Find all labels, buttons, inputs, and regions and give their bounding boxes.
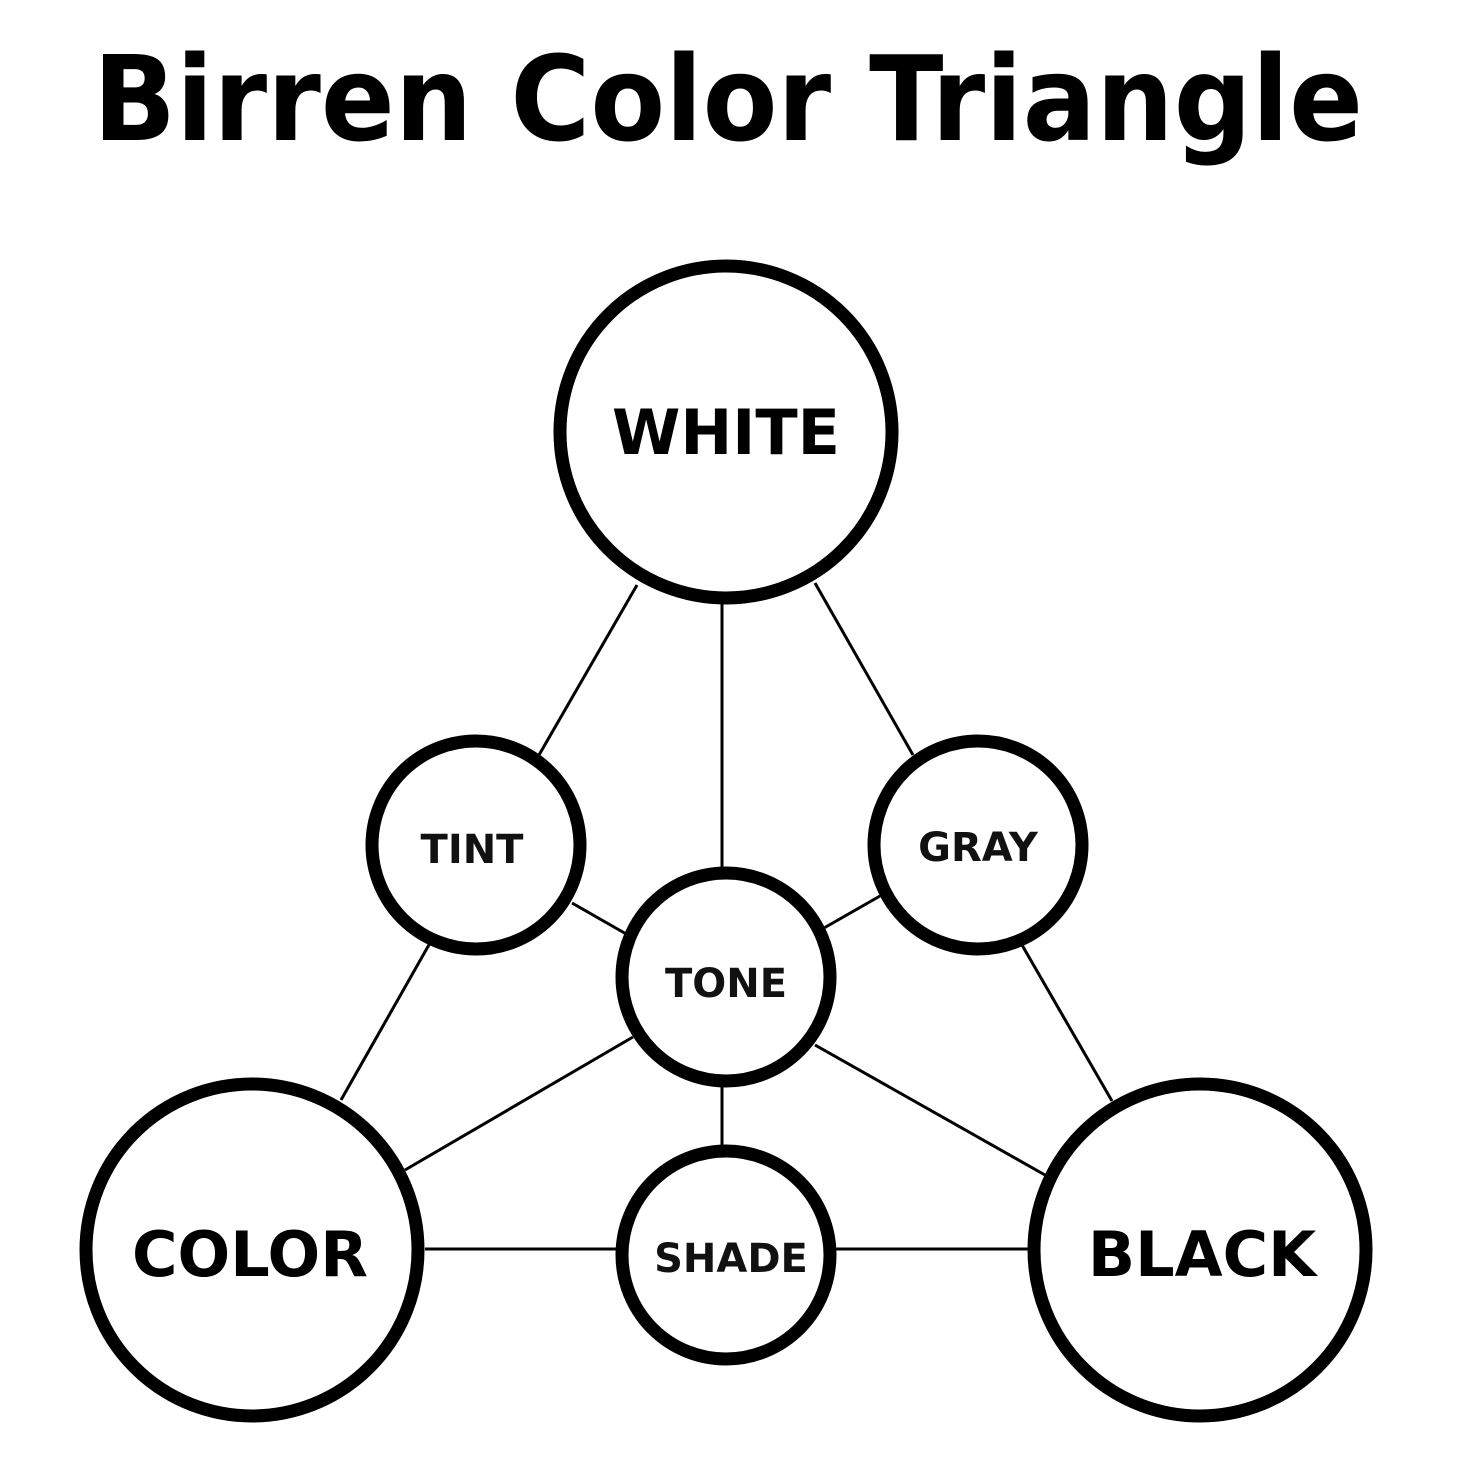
node-tint-circle: [365, 734, 587, 956]
node-gray: GRAY: [867, 734, 1089, 956]
node-tint-label: TINT: [421, 827, 525, 873]
connector-gray-tone: [823, 894, 881, 930]
node-white-circle: [553, 259, 899, 605]
node-shade: SHADE: [615, 1144, 837, 1366]
connector-tone-black: [814, 1043, 1046, 1177]
node-color-circle: [79, 1077, 425, 1423]
node-shade-circle: [615, 1144, 837, 1366]
connector-tone-color: [404, 1035, 634, 1172]
connector-gray-black: [1020, 944, 1114, 1102]
connector-tint-tone: [571, 901, 629, 937]
connector-white-gray: [813, 582, 915, 756]
connector-tint-color: [339, 942, 432, 1101]
node-gray-label: GRAY: [918, 825, 1039, 871]
node-shade-label: SHADE: [654, 1236, 808, 1282]
connectors: [339, 582, 1114, 1251]
node-black-label: BLACK: [1088, 1218, 1318, 1291]
page-title: Birren Color Triangle: [93, 30, 1363, 168]
node-white-label: WHITE: [612, 396, 840, 469]
node-tint: TINT: [365, 734, 587, 956]
node-tone-circle: [615, 866, 837, 1088]
node-color: COLOR: [79, 1077, 425, 1423]
node-gray-circle: [867, 734, 1089, 956]
node-tone-label: TONE: [665, 961, 787, 1007]
node-white: WHITE: [553, 259, 899, 605]
connector-white-tint: [537, 584, 639, 756]
node-black-circle: [1027, 1077, 1373, 1423]
node-tone: TONE: [615, 866, 837, 1088]
node-color-label: COLOR: [132, 1218, 368, 1291]
node-black: BLACK: [1027, 1077, 1373, 1423]
